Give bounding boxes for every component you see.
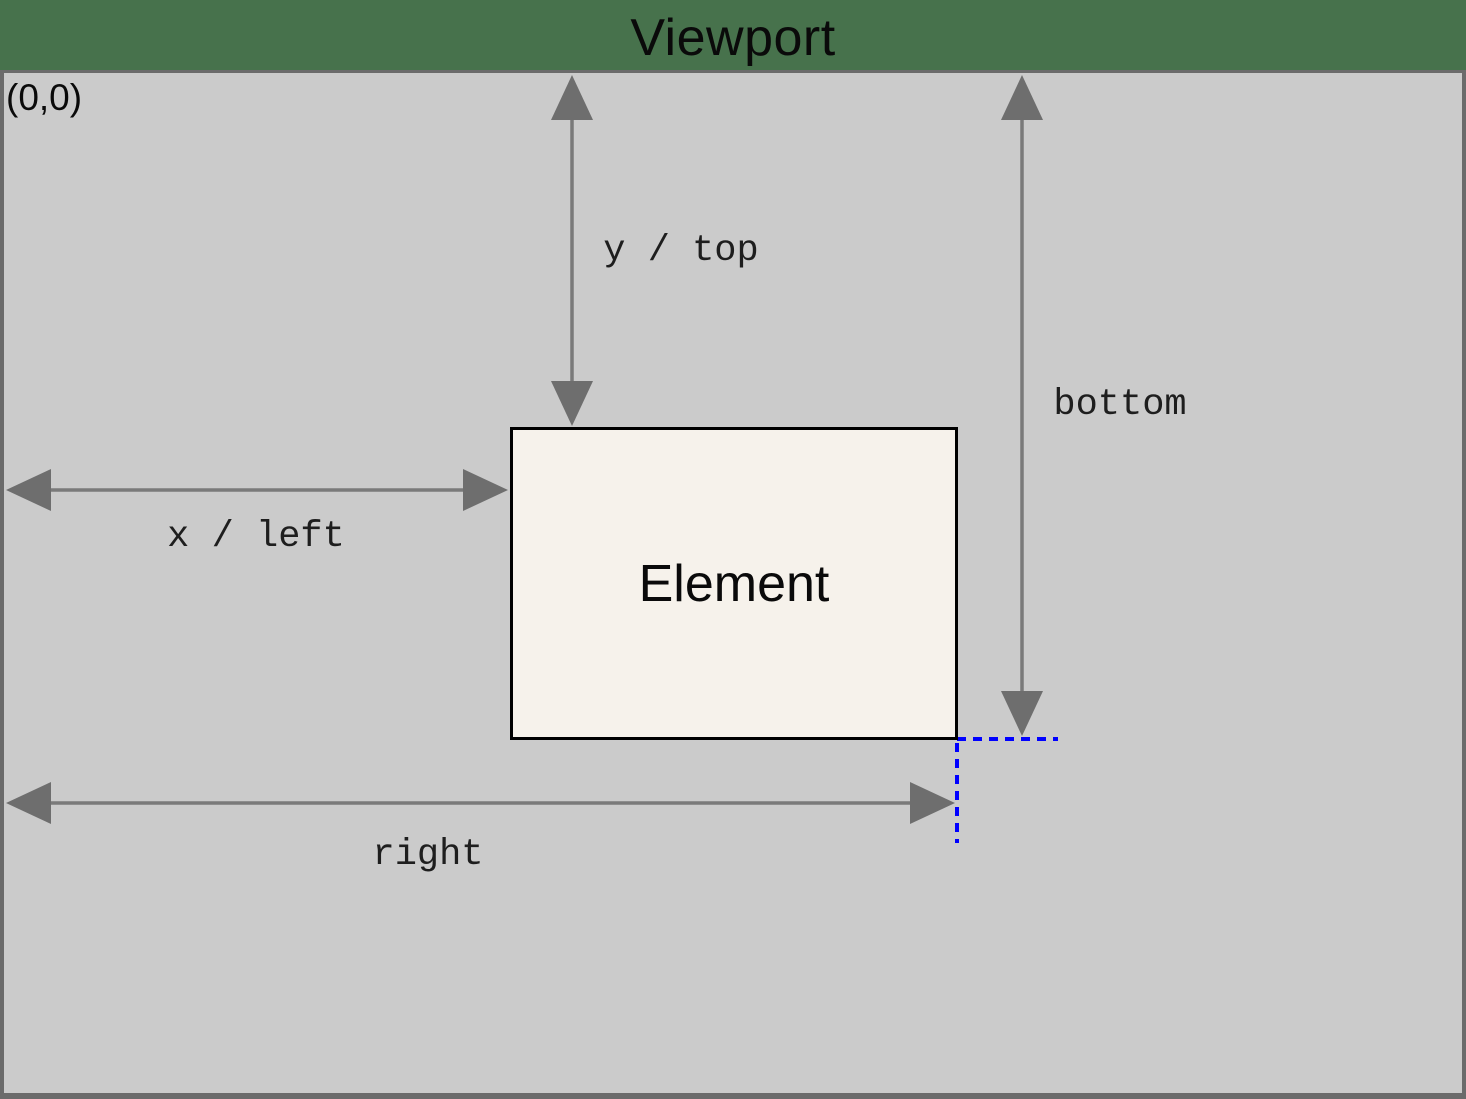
right-label: right: [372, 834, 484, 876]
origin-label: (0,0): [6, 77, 83, 118]
viewport-title: Viewport: [630, 9, 836, 67]
element-label: Element: [638, 554, 830, 613]
bottom-label: bottom: [1053, 384, 1187, 426]
x-left-label: x / left: [167, 516, 345, 558]
viewport-header: Viewport: [0, 0, 1466, 70]
y-top-label: y / top: [603, 230, 759, 272]
element-box: Element: [510, 427, 958, 740]
